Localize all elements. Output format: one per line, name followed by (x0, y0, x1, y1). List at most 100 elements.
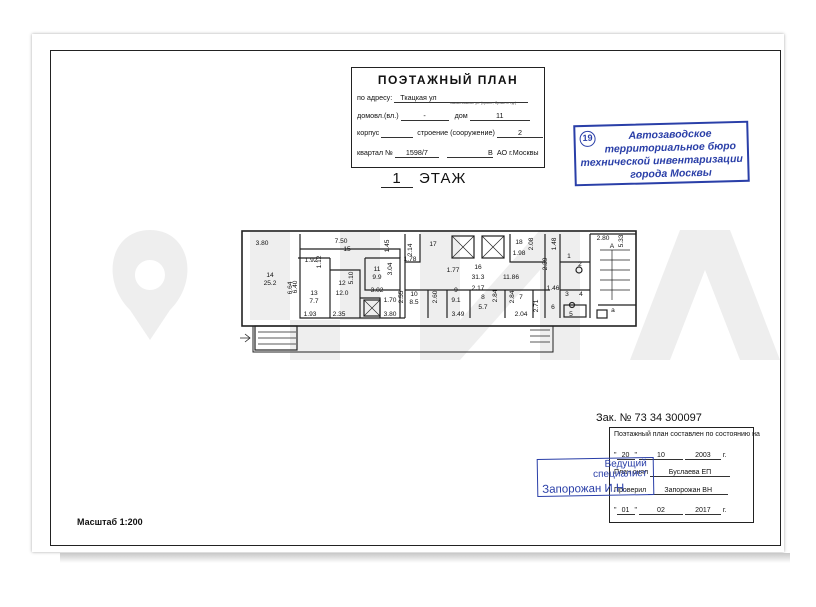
plan-label: 1.78 (404, 256, 417, 263)
plan-label: 6.40 (292, 280, 299, 293)
plan-label: 6 (551, 304, 555, 311)
title-block: ПОЭТАЖНЫЙ ПЛАН по адресу: Ткацкая ул наи… (351, 67, 545, 168)
plan-label: 13 (310, 290, 318, 297)
plan-label: 1.93 (304, 311, 317, 318)
plan-label: 1.98 (513, 250, 526, 257)
floor-heading: 1 ЭТАЖ (381, 170, 466, 188)
plan-label: 14 (266, 272, 274, 279)
plan-label: 2.80 (597, 235, 610, 242)
plan-label: 1.46 (547, 285, 560, 292)
floor-label: ЭТАЖ (419, 170, 467, 187)
korpus-label: корпус (357, 128, 380, 137)
checked-label: Проверил (614, 487, 647, 494)
plan-label: 18 (515, 239, 523, 246)
plan-label: 31.3 (472, 274, 485, 281)
plan-label: 12 (338, 280, 346, 287)
plan-label: 2.39 (542, 257, 549, 270)
plan-label: 2.84 (492, 289, 499, 302)
plan-label: 8 (481, 294, 485, 301)
plan-label: 9.1 (451, 297, 460, 304)
domovl-value: - (400, 111, 449, 121)
plan-label: 3 (565, 291, 569, 298)
plan-label: 5.33 (618, 234, 625, 247)
plan-label: 4 (579, 291, 583, 298)
plan-label: 5.7 (478, 304, 487, 311)
plan-label: 2.84 (509, 290, 516, 303)
plan-label: 7.7 (309, 298, 318, 305)
floor-number: 1 (381, 170, 413, 188)
plan-label: 7 (519, 294, 523, 301)
year-suffix: г. (722, 507, 727, 514)
plan-label: 16 (474, 264, 482, 271)
plan-label: 2.60 (432, 290, 439, 303)
kvartal-label: квартал № (357, 148, 393, 157)
sheet-shadow (60, 553, 790, 563)
address-hint: наименование ул. (просп., бульв. и т.д.) (450, 101, 517, 105)
date2-month: 02 (638, 507, 683, 515)
plan-label: 1.70 (384, 297, 397, 304)
kvartal-value: 1598/7 (394, 148, 439, 158)
plan-label: 1.45 (384, 239, 391, 252)
date1-year: 2003 (684, 452, 721, 460)
plan-label: 2.35 (333, 311, 346, 318)
dom-label: дом (454, 111, 468, 120)
stroenie-value: 2 (496, 128, 543, 138)
plan-label: 2.55 (398, 290, 405, 303)
order-number: Зак. № 73 34 300097 (596, 412, 702, 424)
plan-label: 11.86 (503, 274, 519, 281)
plan-label: 2.71 (533, 299, 540, 312)
date2-year: 2017 (684, 507, 721, 515)
plan-label: 2.17 (472, 285, 485, 292)
year-suffix: г. (722, 452, 727, 459)
stroenie-label: строение (сооружение) (417, 128, 495, 137)
removed-name: Буслаева ЕП (650, 469, 731, 477)
plan-label: 1.48 (551, 237, 558, 250)
domovl-label: домовл.(вл.) (357, 111, 399, 120)
date1-month: 10 (638, 452, 683, 460)
address-value: Ткацкая ул (394, 93, 529, 103)
plan-label: 17 (429, 241, 437, 248)
info-header: Поэтажный план составлен по состоянию на (614, 431, 760, 438)
plan-label: 1.77 (447, 267, 460, 274)
plan-title: ПОЭТАЖНЫЙ ПЛАН (377, 73, 519, 87)
plan-label: 3.02 (371, 287, 384, 294)
plan-label: 1.92 (305, 257, 318, 264)
plan-label: А (610, 243, 615, 250)
district-value: В (446, 148, 493, 158)
plan-label: 11 (374, 266, 381, 273)
plan-label: 7.50 (335, 238, 348, 245)
plan-label: 9 (454, 287, 458, 294)
plan-label: 2.04 (515, 311, 528, 318)
plan-label: 12.0 (336, 290, 349, 297)
checked-name: Запорожан ВН (648, 487, 729, 495)
plan-label: 8.5 (409, 299, 418, 306)
stamp2-line2: специалист (593, 468, 648, 481)
removed-label: План снял (614, 469, 649, 476)
plan-label: 6.64 (287, 281, 294, 294)
plan-label: 25.2 (264, 280, 277, 287)
plan-label: 3.49 (452, 311, 465, 318)
plan-label: 1.12 (316, 255, 323, 268)
plan-label: 10 (410, 291, 418, 298)
stamp2-line3: Запорожан И.Н. (542, 482, 628, 496)
plan-label: 3.04 (387, 262, 394, 275)
plan-label: 5.10 (348, 271, 355, 284)
plan-label: а (611, 307, 615, 314)
document-frame (50, 50, 781, 546)
plan-label: 2.14 (407, 243, 414, 256)
plan-label: 3.80 (384, 311, 397, 318)
plan-label: 2.08 (528, 237, 535, 250)
date1-day: 20 (616, 452, 635, 460)
plan-label: 9.9 (372, 274, 381, 281)
scale-label: Масштаб 1:200 (77, 517, 143, 527)
city-label: АО г.Москвы (496, 148, 539, 157)
date2-day: 01 (616, 507, 635, 515)
dom-value: 11 (469, 111, 530, 121)
info-block: Поэтажный план составлен по состоянию на… (609, 427, 760, 523)
plan-walls (240, 230, 637, 353)
plan-label: 15 (343, 246, 351, 253)
plan-label: 5 (569, 311, 573, 318)
plan-label: 1 (567, 253, 571, 260)
